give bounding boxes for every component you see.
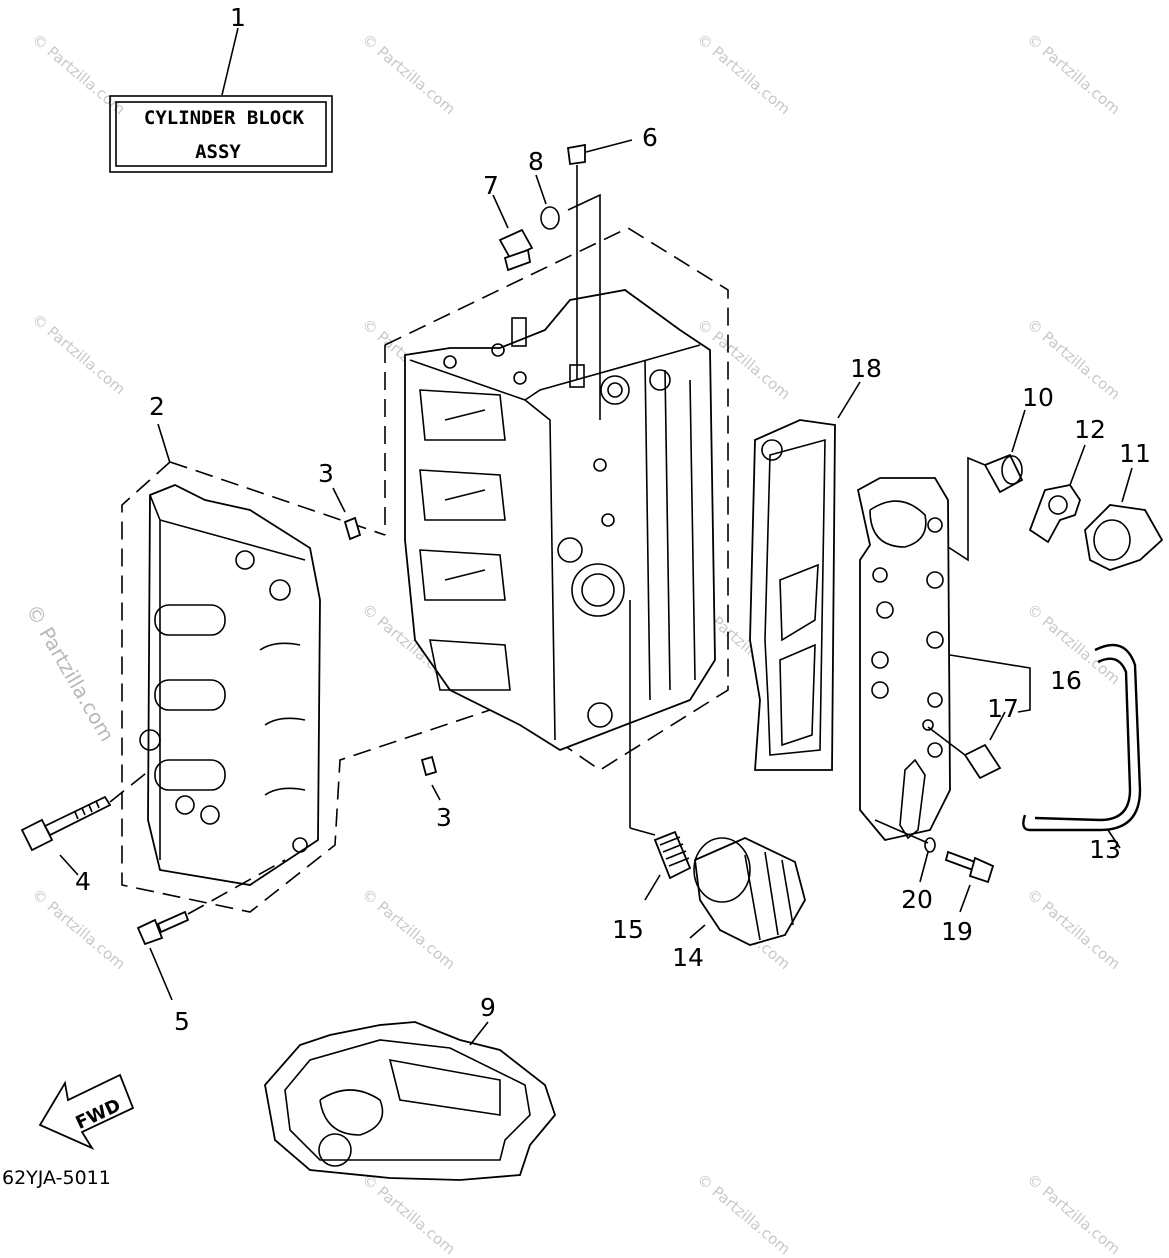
part-label-16: 16 — [1050, 666, 1082, 695]
diagram-code: 62YJA-5011 — [2, 1167, 111, 1189]
oil-filter-part-14[interactable] — [689, 837, 806, 946]
part-label-3b: 3 — [436, 803, 452, 832]
part-label-2: 2 — [149, 392, 165, 421]
part-label-17: 17 — [987, 694, 1019, 723]
part-label-15: 15 — [612, 915, 644, 944]
thermostat-part-10[interactable] — [944, 409, 1026, 562]
dowel-pin-part-3a[interactable] — [332, 487, 362, 541]
part-label-11: 11 — [1119, 439, 1151, 468]
cylinder-block-main[interactable] — [384, 227, 729, 771]
assy-box-line2: ASSY — [195, 141, 241, 163]
dowel-pin-part-3b[interactable] — [420, 755, 441, 801]
assy-box-line1: CYLINDER BLOCK — [144, 107, 305, 129]
part-label-4: 4 — [75, 867, 91, 896]
bolt-part-19[interactable] — [944, 850, 995, 913]
part-label-8: 8 — [528, 147, 544, 176]
gasket-part-8[interactable] — [535, 174, 601, 420]
part-label-9: 9 — [480, 993, 496, 1022]
bolt-part-4[interactable] — [20, 769, 151, 876]
parts-diagram: CYLINDER BLOCK ASSY — [2, 3, 1164, 1189]
part-label-14: 14 — [672, 943, 704, 972]
cylinder-block-assy-box[interactable]: CYLINDER BLOCK ASSY — [109, 27, 333, 173]
fwd-arrow-icon: FWD — [38, 1073, 135, 1151]
part-label-6: 6 — [642, 123, 658, 152]
part-label-18: 18 — [850, 354, 882, 383]
gasket-part-9[interactable] — [264, 1021, 557, 1181]
part-label-20: 20 — [901, 885, 933, 914]
part-label-13: 13 — [1089, 835, 1121, 864]
cover-part-16[interactable] — [856, 477, 1031, 841]
fitting-part-17[interactable] — [927, 711, 1006, 780]
part-label-3a: 3 — [318, 459, 334, 488]
bolt-part-5[interactable] — [136, 859, 286, 1001]
part-label-19: 19 — [941, 917, 973, 946]
plug-part-7[interactable] — [492, 194, 534, 272]
crankcase-part-2[interactable] — [121, 423, 506, 913]
part-label-5: 5 — [174, 1007, 190, 1036]
part-label-1: 1 — [230, 3, 246, 32]
hose-part-13[interactable] — [1022, 643, 1142, 849]
gasket-part-18[interactable] — [749, 381, 861, 771]
cover-part-11[interactable] — [1084, 467, 1164, 571]
plug-part-6[interactable] — [567, 139, 633, 380]
part-label-10: 10 — [1022, 383, 1054, 412]
gasket-part-12[interactable] — [1028, 444, 1086, 544]
washer-part-20[interactable] — [874, 819, 936, 883]
part-label-7: 7 — [483, 171, 499, 200]
fitting-part-15[interactable] — [629, 600, 692, 901]
part-label-12: 12 — [1074, 415, 1106, 444]
